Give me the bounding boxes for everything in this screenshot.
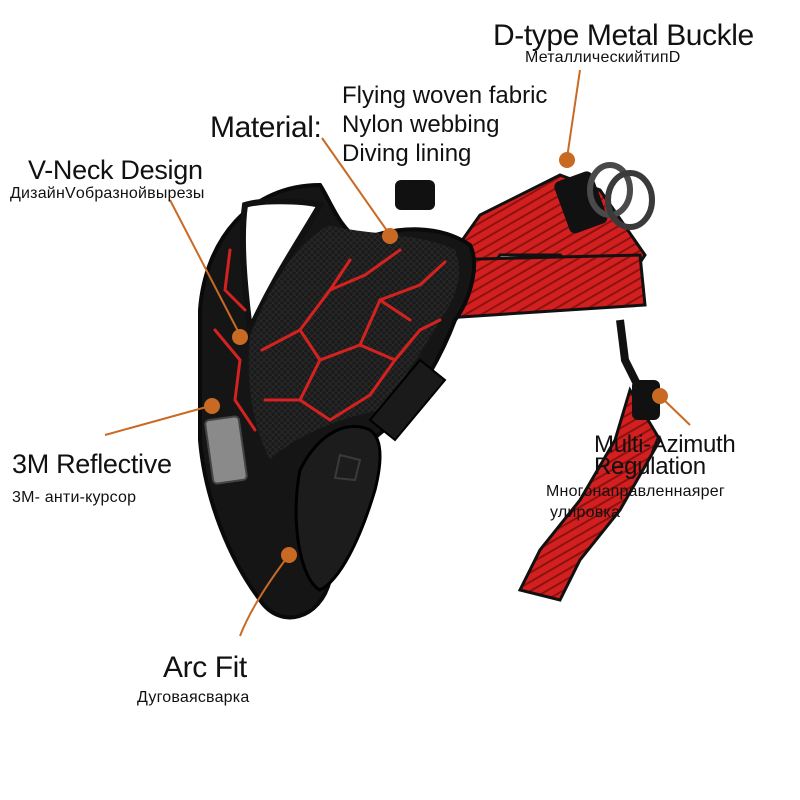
arc-fit-title: Arc Fit bbox=[163, 651, 247, 684]
reflective-title: 3M Reflective bbox=[12, 449, 172, 479]
multi-azimuth-subtitle-line1: Многонаправленнаярег bbox=[546, 483, 725, 500]
multi-azimuth-title-line2: Regulation bbox=[594, 453, 706, 480]
d-buckle-subtitle: МеталлическийтипD bbox=[525, 49, 681, 66]
chain-connector bbox=[616, 319, 644, 392]
slider-clip bbox=[395, 180, 435, 210]
v-neck-opening bbox=[239, 198, 325, 341]
v-neck-subtitle: ДизайнVобразнойвырезы bbox=[10, 185, 205, 202]
red-crack-pattern bbox=[213, 248, 447, 432]
multi-azimuth-subtitle-line2: улировка bbox=[550, 504, 621, 521]
d-buckle-title: D-type Metal Buckle bbox=[493, 19, 754, 52]
multi-azimuth-title-line1: Multi-Azimuth bbox=[594, 431, 736, 458]
belly-strap bbox=[368, 358, 447, 442]
reflective-subtitle: 3M- анти-курсор bbox=[12, 489, 137, 506]
callout-dots bbox=[204, 152, 668, 563]
top-buckle bbox=[554, 171, 608, 234]
d-ring-back bbox=[605, 170, 655, 230]
callout-lines bbox=[104, 69, 691, 637]
side-strap bbox=[517, 386, 662, 602]
arc-fit-subtitle: Дуговаясварка bbox=[137, 689, 250, 706]
material-item-flying-woven: Flying woven fabric bbox=[342, 82, 548, 109]
v-neck-title: V-Neck Design bbox=[28, 155, 203, 185]
material-item-diving-lining: Diving lining bbox=[342, 140, 472, 167]
side-buckle bbox=[632, 380, 660, 420]
material-item-nylon-webbing: Nylon webbing bbox=[342, 111, 500, 138]
reflective-tag bbox=[204, 415, 248, 485]
material-title: Material: bbox=[210, 111, 322, 144]
